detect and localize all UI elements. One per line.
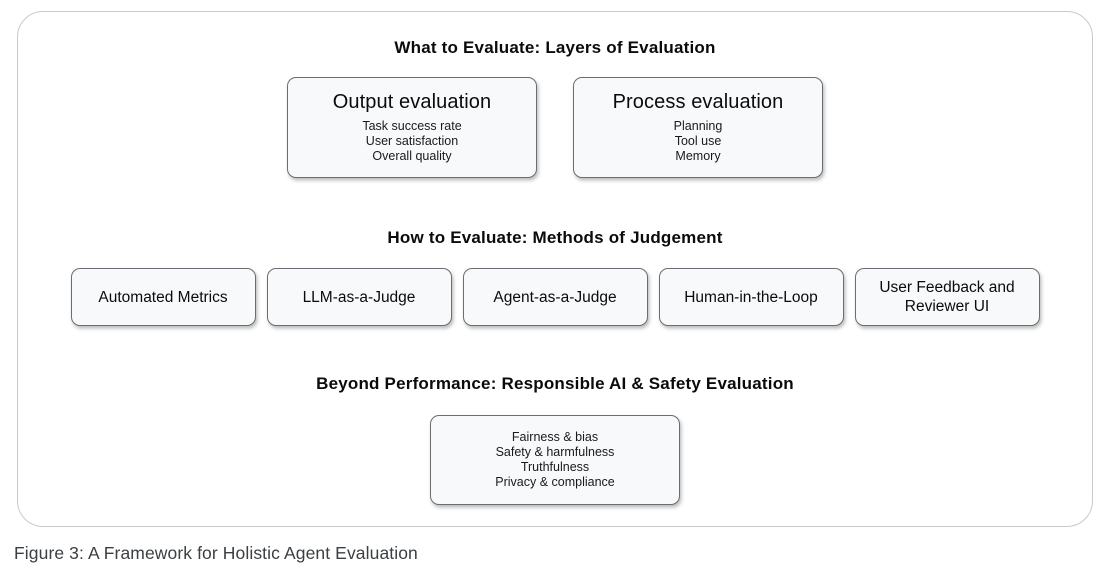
section-title-how-to-evaluate: How to Evaluate: Methods of Judgement xyxy=(387,228,723,247)
safety-item-truthfulness: Truthfulness xyxy=(520,460,590,474)
output-evaluation-items: Task success rate User satisfaction Over… xyxy=(362,119,461,164)
section-title-beyond-performance: Beyond Performance: Responsible AI & Saf… xyxy=(316,374,794,393)
figure-caption: Figure 3: A Framework for Holistic Agent… xyxy=(14,543,418,563)
output-item-user-satisfaction: User satisfaction xyxy=(365,134,459,148)
box-llm-as-a-judge: LLM-as-a-Judge xyxy=(266,268,452,326)
section-title-what-to-evaluate: What to Evaluate: Layers of Evaluation xyxy=(394,38,716,57)
diagram-frame: What to Evaluate: Layers of Evaluation O… xyxy=(17,11,1093,527)
box-process-evaluation: Process evaluation Planning Tool use Mem… xyxy=(573,77,823,178)
safety-item-privacy-compliance: Privacy & compliance xyxy=(495,475,615,489)
output-evaluation-title: Output evaluation xyxy=(332,91,492,113)
layers-row: Output evaluation Task success rate User… xyxy=(18,77,1092,178)
box-agent-as-a-judge: Agent-as-a-Judge xyxy=(462,268,648,326)
safety-row: Fairness & bias Safety & harmfulness Tru… xyxy=(18,415,1092,505)
process-item-memory: Memory xyxy=(675,149,721,163)
user-feedback-reviewer-ui-label: User Feedback and Reviewer UI xyxy=(879,279,1015,315)
process-item-planning: Planning xyxy=(673,119,723,133)
output-item-task-success-rate: Task success rate xyxy=(362,119,462,133)
box-responsible-ai-safety: Fairness & bias Safety & harmfulness Tru… xyxy=(430,415,680,505)
box-human-in-the-loop: Human-in-the-Loop xyxy=(658,268,844,326)
process-evaluation-items: Planning Tool use Memory xyxy=(674,119,723,164)
safety-item-fairness-bias: Fairness & bias xyxy=(511,430,599,444)
output-item-overall-quality: Overall quality xyxy=(372,149,452,163)
human-in-the-loop-label: Human-in-the-Loop xyxy=(684,288,818,306)
automated-metrics-label: Automated Metrics xyxy=(98,288,228,306)
box-output-evaluation: Output evaluation Task success rate User… xyxy=(287,77,537,178)
process-item-tool-use: Tool use xyxy=(674,134,722,148)
process-evaluation-title: Process evaluation xyxy=(612,91,784,113)
box-automated-metrics: Automated Metrics xyxy=(70,268,256,326)
llm-as-a-judge-label: LLM-as-a-Judge xyxy=(302,288,416,306)
box-user-feedback-reviewer-ui: User Feedback and Reviewer UI xyxy=(854,268,1040,326)
responsible-ai-items: Fairness & bias Safety & harmfulness Tru… xyxy=(495,430,615,490)
methods-row: Automated Metrics LLM-as-a-Judge Agent-a… xyxy=(18,268,1092,326)
safety-item-safety-harmfulness: Safety & harmfulness xyxy=(495,445,615,459)
agent-as-a-judge-label: Agent-as-a-Judge xyxy=(493,288,617,306)
